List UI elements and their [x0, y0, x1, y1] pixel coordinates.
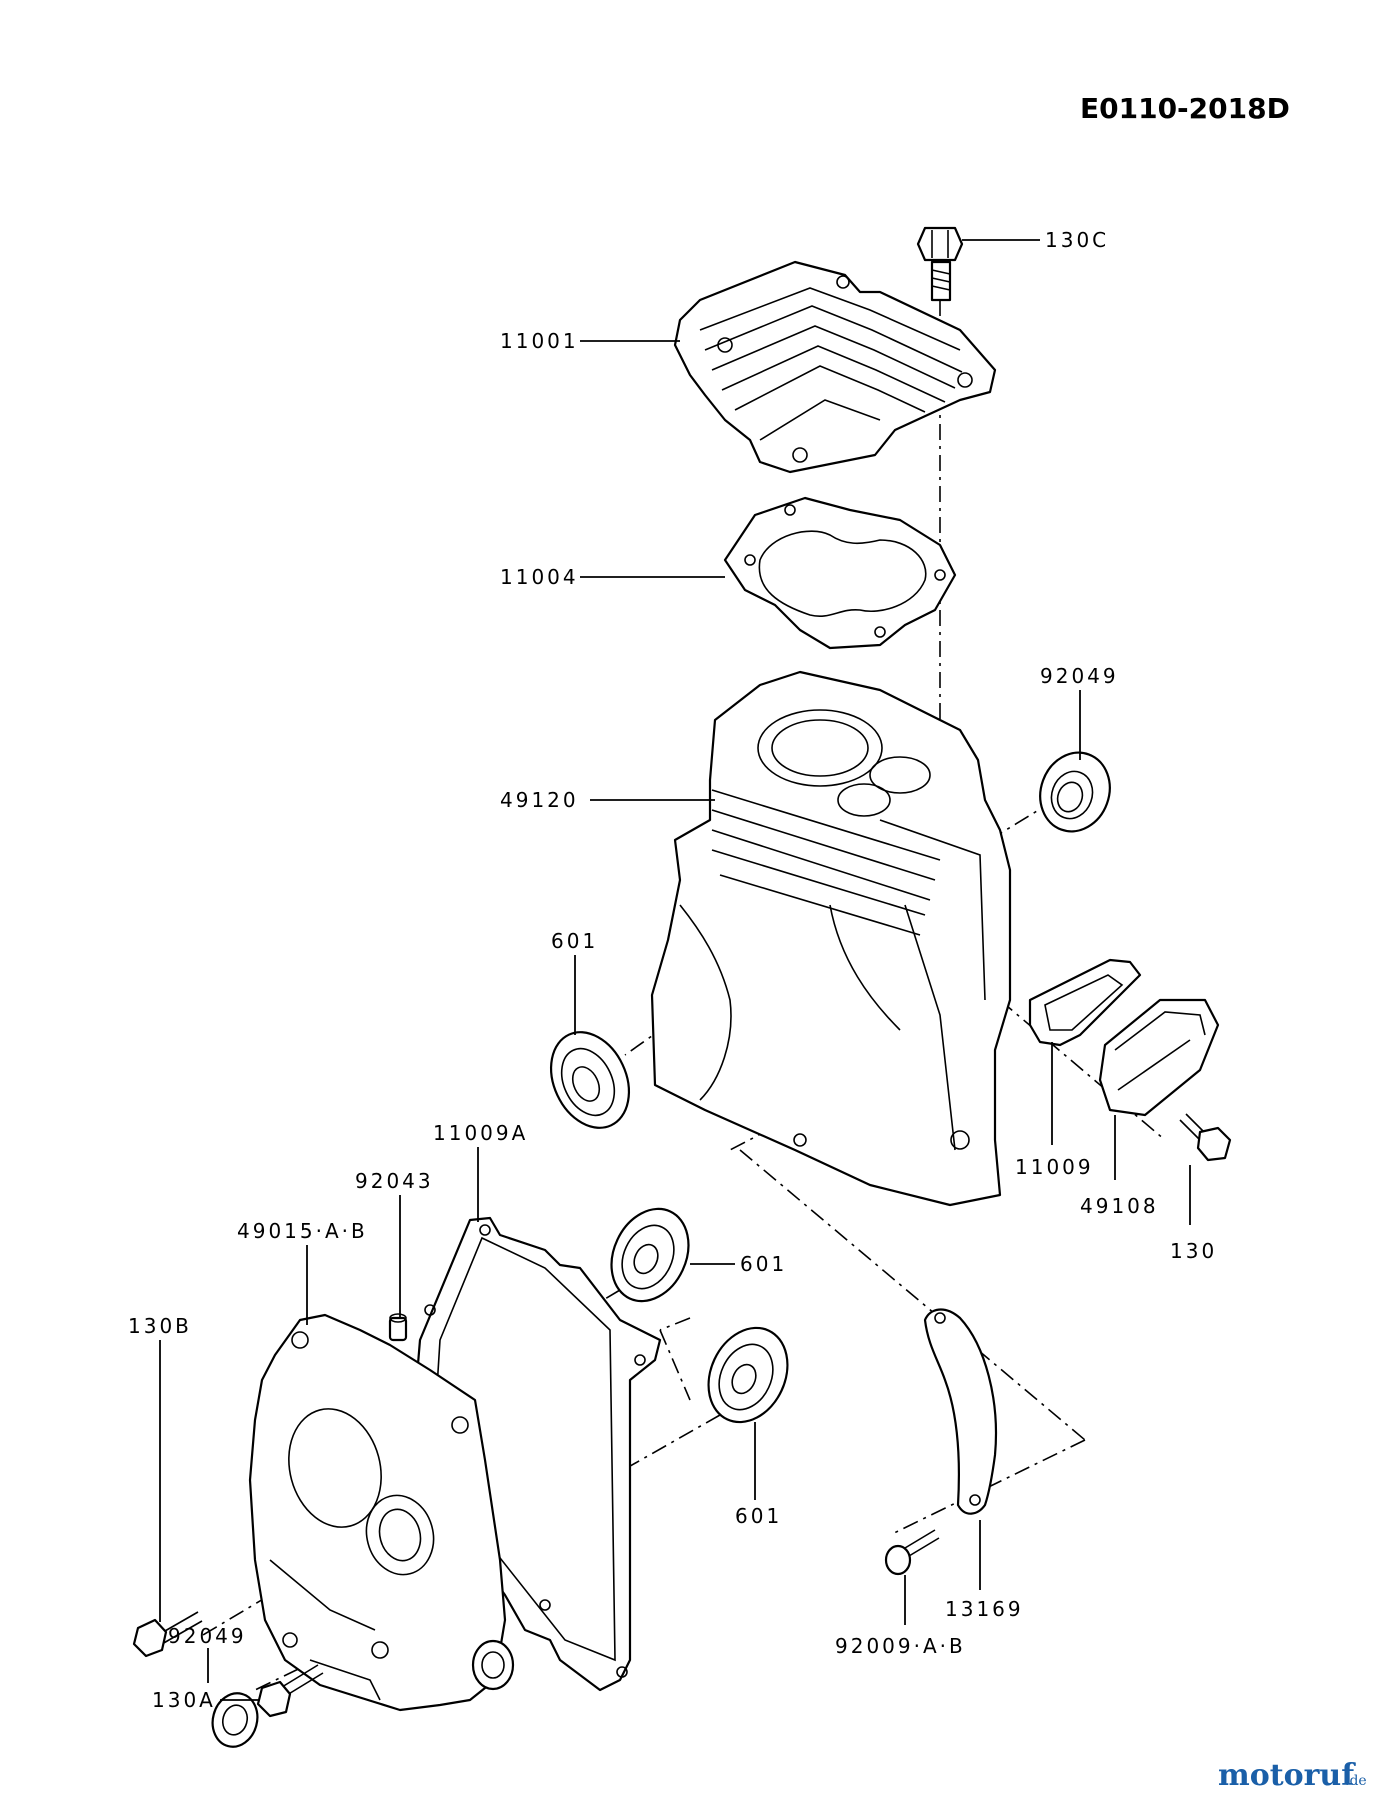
label-92049-lower: 92049 [168, 1624, 247, 1648]
knock-pin-92043 [388, 1313, 408, 1342]
cylinder-head-11001 [673, 260, 997, 474]
bolt-130b [132, 1611, 203, 1658]
label-601-cover-lower: 601 [735, 1504, 782, 1528]
bearing-601-cover-lower [707, 1326, 789, 1424]
label-11009: 11009 [1015, 1155, 1094, 1179]
bolt-130a [256, 1664, 324, 1718]
label-601-cover-upper: 601 [740, 1252, 787, 1276]
head-gasket-11004 [723, 496, 957, 650]
crankcase-cover-49015 [248, 1313, 515, 1712]
label-49120: 49120 [500, 788, 579, 812]
motoruf-watermark: motoruf .de [1218, 1758, 1367, 1793]
label-92049-upper: 92049 [1040, 664, 1119, 688]
label-13169: 13169 [945, 1597, 1024, 1621]
plate-13169 [923, 1308, 998, 1515]
label-49108: 49108 [1080, 1194, 1159, 1218]
label-130a: 130A [152, 1688, 216, 1712]
diagram-code: E0110-2018D [1080, 92, 1290, 125]
breather-gasket-11009 [1028, 958, 1142, 1047]
watermark-suffix: .de [1345, 1773, 1367, 1789]
label-601-block: 601 [551, 929, 598, 953]
label-130c: 130C [1045, 228, 1109, 252]
leader-lines [159, 239, 1191, 1701]
label-130b: 130B [128, 1314, 192, 1338]
label-49015: 49015·A·B [237, 1219, 368, 1243]
label-11001: 11001 [500, 329, 579, 353]
bolt-130c [916, 226, 964, 302]
label-92043: 92043 [355, 1169, 434, 1193]
watermark-brand: motoruf [1218, 1758, 1356, 1793]
label-130: 130 [1170, 1239, 1217, 1263]
bearing-601-cover-upper [610, 1207, 690, 1303]
cylinder-block-49120 [650, 670, 1012, 1207]
oil-seal-92049-lower [211, 1692, 259, 1748]
oil-seal-92049-upper [1039, 751, 1111, 833]
screw-92009 [884, 1529, 940, 1576]
label-92009: 92009·A·B [835, 1634, 966, 1658]
label-11009a: 11009A [433, 1121, 528, 1145]
breather-cover-49108 [1098, 998, 1220, 1117]
bolt-130 [1179, 1113, 1232, 1162]
bearing-601-block [550, 1031, 630, 1129]
label-11004: 11004 [500, 565, 579, 589]
